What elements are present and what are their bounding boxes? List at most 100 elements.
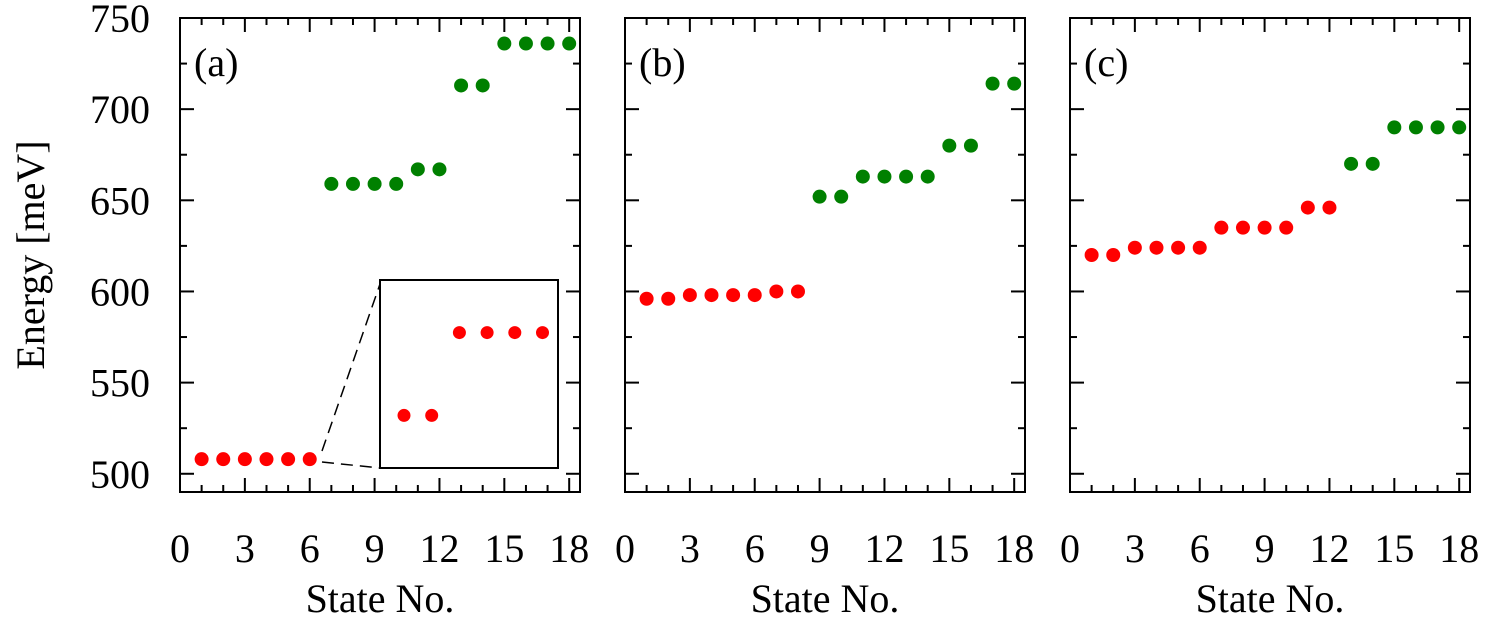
data-point-series-2	[562, 36, 577, 51]
data-point-series-1	[259, 452, 274, 467]
data-point-series-2	[985, 76, 1000, 91]
x-tick-label: 6	[1190, 526, 1210, 571]
plot-frame	[1069, 17, 1471, 493]
x-tick-label: 15	[484, 526, 524, 571]
x-tick-label: 3	[235, 526, 255, 571]
data-point-series-2	[1408, 120, 1423, 135]
data-point-series-1	[661, 291, 676, 306]
inset-data-point	[536, 326, 549, 340]
y-tick-label: 700	[90, 87, 150, 132]
inset-data-point	[397, 408, 411, 422]
data-point-series-2	[899, 169, 914, 184]
data-point-series-1	[1300, 200, 1315, 215]
data-point-series-1	[1127, 240, 1142, 255]
data-point-series-1	[237, 452, 252, 467]
x-tick-label: 12	[1309, 526, 1349, 571]
data-point-series-2	[1452, 120, 1467, 135]
y-tick-label: 500	[90, 452, 150, 497]
x-tick-label: 15	[1374, 526, 1414, 571]
x-axis-label: State No.	[751, 576, 900, 621]
data-point-series-1	[1214, 220, 1229, 235]
y-axis-label: Energy [meV]	[8, 140, 53, 369]
data-point-series-2	[963, 138, 978, 153]
data-point-series-1	[747, 288, 762, 303]
data-point-series-2	[389, 176, 404, 191]
data-point-series-1	[1149, 240, 1164, 255]
data-point-series-2	[1430, 120, 1445, 135]
panel-label: (a)	[194, 40, 238, 85]
x-tick-label: 15	[929, 526, 969, 571]
data-point-series-2	[345, 176, 360, 191]
x-tick-label: 18	[549, 526, 589, 571]
data-point-series-2	[1344, 156, 1359, 171]
data-point-series-2	[475, 78, 490, 93]
data-point-series-1	[639, 291, 654, 306]
data-point-series-1	[704, 288, 719, 303]
x-tick-label: 3	[680, 526, 700, 571]
inset-data-point	[425, 408, 439, 422]
x-tick-label: 0	[1060, 526, 1080, 571]
y-tick-label: 550	[90, 361, 150, 406]
inset-connector	[321, 283, 381, 452]
x-axis-label: State No.	[1196, 576, 1345, 621]
inset-data-point	[452, 326, 466, 340]
plot-frame	[179, 17, 581, 493]
data-point-series-1	[1171, 240, 1186, 255]
x-tick-label: 6	[300, 526, 320, 571]
data-point-series-2	[367, 176, 382, 191]
data-point-series-2	[518, 36, 533, 51]
data-point-series-2	[324, 176, 339, 191]
inset-connector	[321, 461, 381, 469]
y-tick-label: 650	[90, 178, 150, 223]
data-point-series-2	[1365, 156, 1380, 171]
y-tick-label: 750	[90, 0, 150, 41]
inset-data-point	[508, 326, 522, 340]
data-point-series-1	[1322, 200, 1337, 215]
data-point-series-2	[410, 162, 425, 177]
x-tick-label: 0	[170, 526, 190, 571]
inset-data-point	[480, 326, 494, 340]
data-point-series-2	[855, 169, 870, 184]
data-point-series-2	[812, 189, 827, 204]
data-point-series-1	[790, 284, 805, 299]
data-point-series-1	[302, 452, 317, 467]
x-tick-label: 9	[810, 526, 830, 571]
data-point-series-2	[454, 78, 469, 93]
x-tick-label: 12	[864, 526, 904, 571]
x-tick-label: 9	[365, 526, 385, 571]
x-axis-label: State No.	[306, 576, 455, 621]
data-point-series-1	[194, 452, 209, 467]
panel-label: (b)	[639, 40, 686, 85]
data-point-series-1	[216, 452, 231, 467]
data-point-series-1	[726, 288, 741, 303]
data-point-series-2	[1387, 120, 1402, 135]
x-tick-label: 6	[745, 526, 765, 571]
data-point-series-1	[1235, 220, 1250, 235]
data-point-series-1	[769, 284, 784, 299]
data-point-series-2	[942, 138, 957, 153]
data-point-series-2	[1007, 76, 1022, 91]
data-point-series-2	[877, 169, 892, 184]
data-point-series-2	[834, 189, 849, 204]
inset-frame	[379, 279, 559, 469]
panel-label: (c)	[1084, 40, 1128, 85]
data-point-series-1	[281, 452, 296, 467]
data-point-series-1	[1084, 248, 1099, 262]
plot-frame	[624, 17, 1026, 493]
x-tick-label: 9	[1255, 526, 1275, 571]
data-point-series-2	[540, 36, 555, 51]
x-tick-label: 18	[1439, 526, 1479, 571]
data-point-series-2	[432, 162, 447, 177]
data-point-series-1	[1279, 220, 1294, 235]
data-point-series-1	[1257, 220, 1272, 235]
data-point-series-1	[1192, 240, 1207, 255]
x-tick-label: 12	[419, 526, 459, 571]
data-point-series-2	[920, 169, 935, 184]
x-tick-label: 0	[615, 526, 635, 571]
x-tick-label: 3	[1125, 526, 1145, 571]
y-tick-label: 600	[90, 269, 150, 314]
